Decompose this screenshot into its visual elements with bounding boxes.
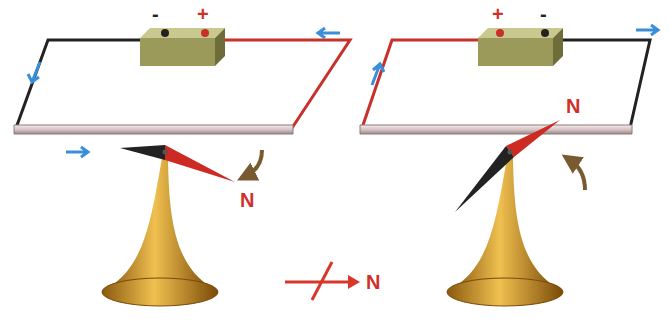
wire-rod xyxy=(14,125,293,134)
wire-rod xyxy=(360,125,632,134)
compass-needle xyxy=(508,150,513,155)
battery xyxy=(201,29,209,37)
rotation-arrow xyxy=(570,160,585,190)
terminal-sign: - xyxy=(152,4,159,24)
compass-needle xyxy=(455,146,514,212)
battery xyxy=(215,28,225,66)
compass-needle xyxy=(120,145,165,160)
current-arrow xyxy=(372,25,658,85)
battery xyxy=(478,28,563,38)
crossed-arrow xyxy=(348,275,360,289)
terminal-sign: + xyxy=(197,4,209,24)
terminal-sign: - xyxy=(540,4,547,24)
stand xyxy=(102,278,218,306)
wire-red xyxy=(205,33,350,128)
compass-needle xyxy=(163,150,168,155)
stand xyxy=(108,158,212,288)
rotation-arrow xyxy=(246,150,262,176)
pole-label: N xyxy=(240,190,254,210)
stand xyxy=(447,158,563,306)
battery xyxy=(140,28,225,66)
battery xyxy=(478,38,553,66)
compass-needle xyxy=(455,120,560,212)
compass-needle xyxy=(165,145,235,182)
crossed-arrow xyxy=(285,281,352,284)
battery xyxy=(478,28,563,66)
stand xyxy=(453,158,557,288)
current-arrow xyxy=(66,147,88,157)
current-arrow xyxy=(372,64,384,85)
pole-label: N xyxy=(366,272,380,292)
current-arrow xyxy=(28,28,340,157)
pole-label: N xyxy=(566,96,580,116)
current-arrow xyxy=(636,25,658,35)
current-arrow xyxy=(28,62,40,82)
compass-needle xyxy=(120,145,235,182)
terminal-sign: + xyxy=(492,4,504,24)
stand xyxy=(102,158,218,306)
wire-rod xyxy=(360,125,632,134)
rotation-arrow xyxy=(570,160,585,190)
crossed-arrow xyxy=(312,262,332,300)
battery xyxy=(140,38,215,66)
battery xyxy=(553,28,563,66)
current-arrow xyxy=(318,28,340,38)
battery xyxy=(496,29,504,37)
compass-needle xyxy=(506,120,560,157)
battery xyxy=(161,29,169,37)
wire-red xyxy=(205,33,350,128)
wire-rod xyxy=(14,125,293,134)
rotation-arrow xyxy=(246,150,262,176)
battery xyxy=(140,28,225,38)
stand xyxy=(447,278,563,306)
battery xyxy=(541,29,549,37)
crossed-arrow xyxy=(285,262,360,300)
